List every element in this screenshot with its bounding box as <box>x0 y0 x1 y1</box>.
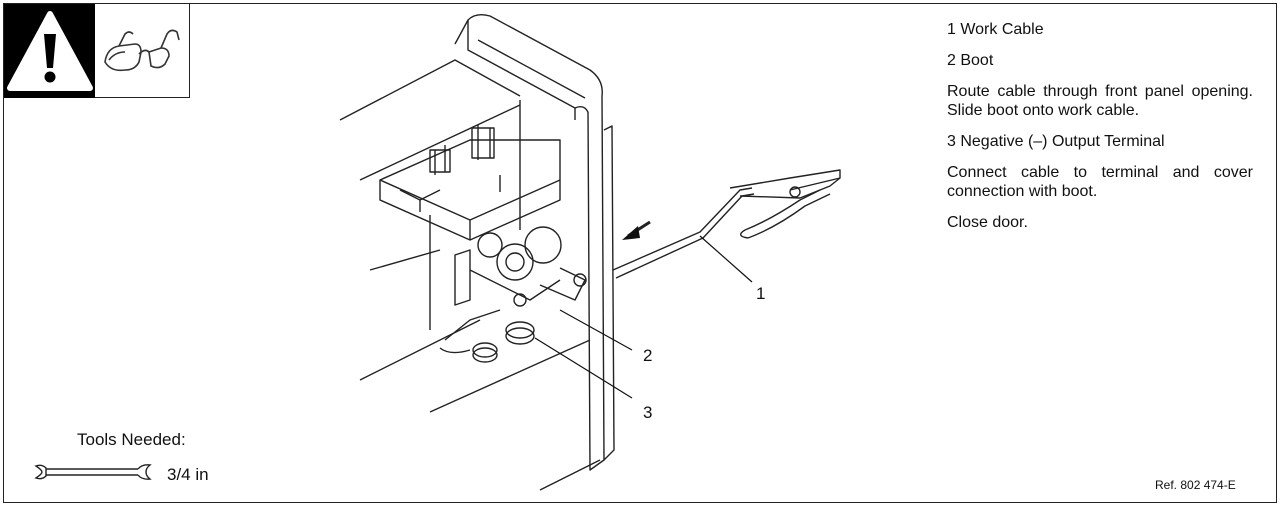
callout-2: 2 <box>643 346 653 365</box>
tools-needed-heading: Tools Needed: <box>77 430 186 449</box>
welder-diagram <box>339 13 841 491</box>
figure-frame <box>3 3 1277 503</box>
warning-panel <box>4 4 96 98</box>
item-terminal-label: 3 Negative (–) Output Terminal <box>947 133 1165 150</box>
instructions-panel: 1 Work Cable 2 Boot Route cable through … <box>947 20 1253 244</box>
warning-triangle-icon <box>7 11 93 91</box>
item-close-door-text: Close door. <box>947 214 1028 231</box>
wrench-icon <box>34 462 158 487</box>
callout-1: 1 <box>756 284 766 303</box>
item-terminal-text: Connect cable to terminal and cover conn… <box>947 164 1253 200</box>
welder-illustration: 1 2 3 <box>300 0 860 507</box>
safety-glasses-icon <box>104 29 180 72</box>
tool-size-label: 3/4 in <box>167 465 209 484</box>
item-boot-text: Route cable through front panel opening.… <box>947 83 1253 119</box>
reference-number: Ref. 802 474-E <box>1155 478 1236 492</box>
safety-panel <box>95 4 190 98</box>
callout-3: 3 <box>643 403 653 422</box>
item-work-cable-label: 1 Work Cable <box>947 21 1044 38</box>
item-boot-label: 2 Boot <box>947 52 994 69</box>
